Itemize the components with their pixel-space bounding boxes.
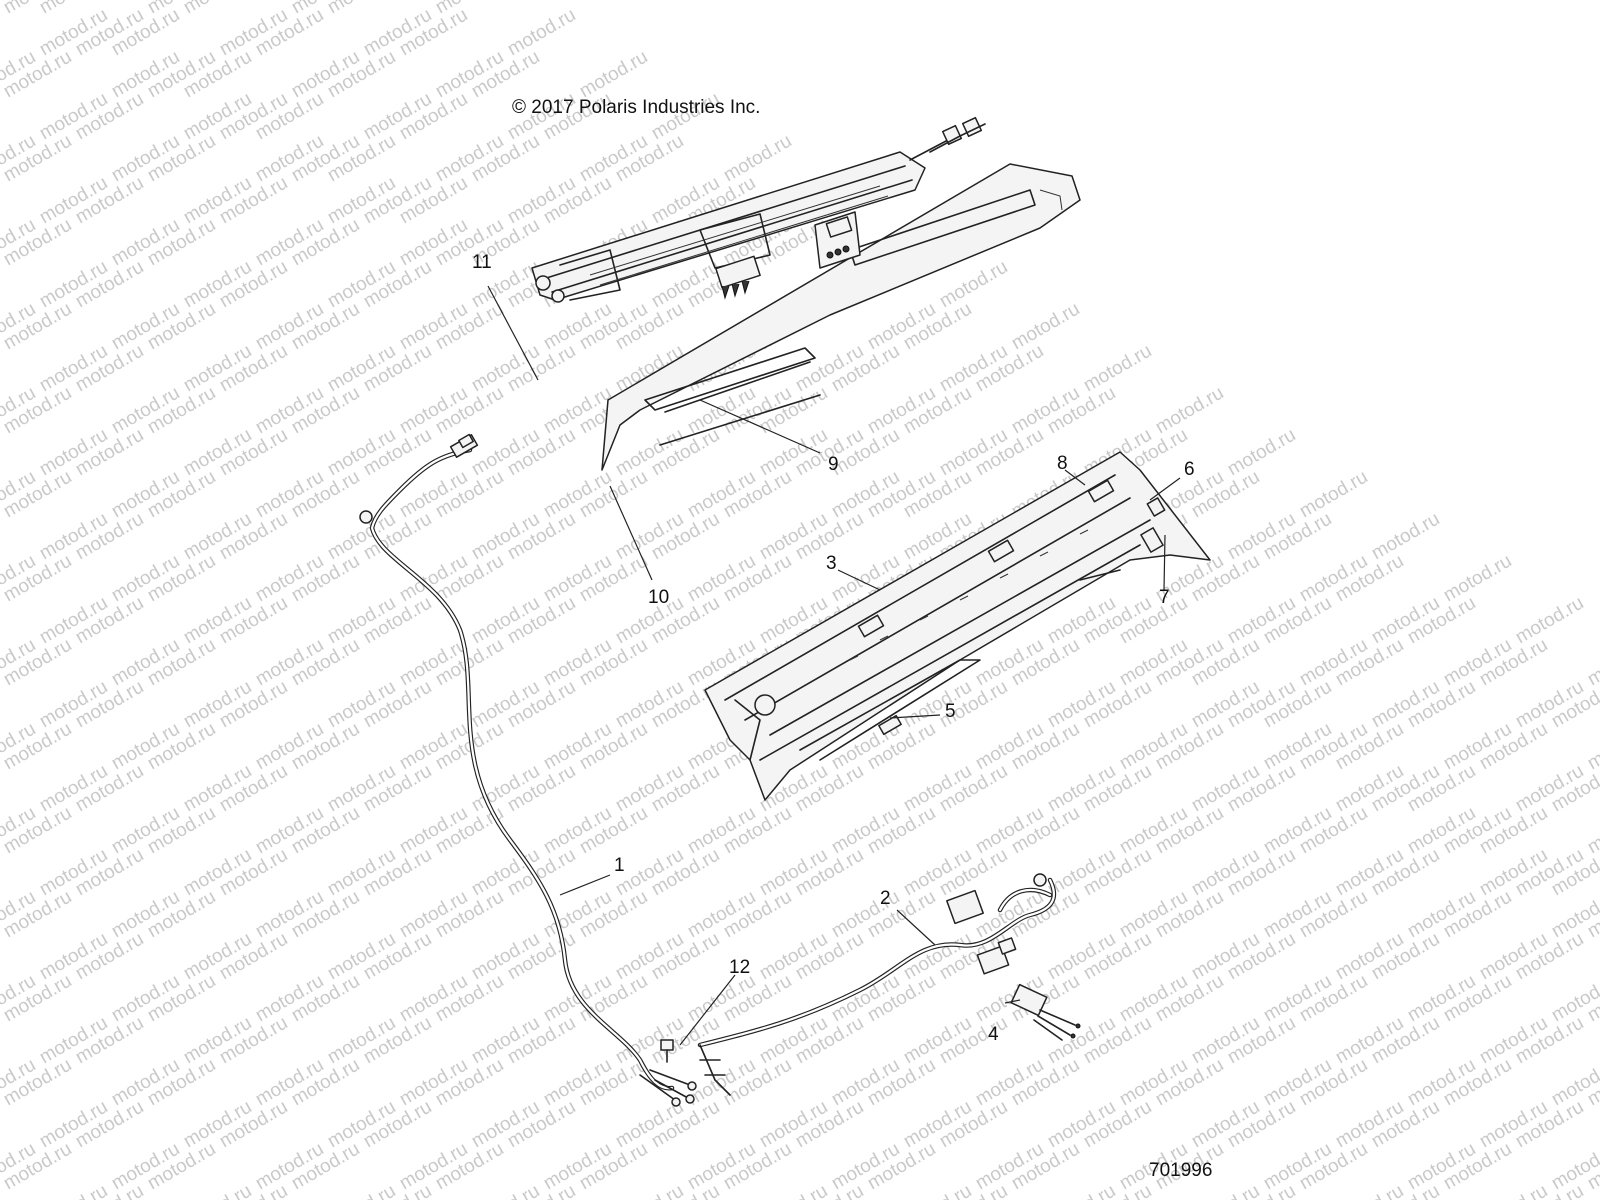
part-9-dash-panel [601,163,1081,471]
connector-block [715,255,761,300]
callout-9: 9 [828,454,839,475]
part-2-accessory-harness [697,873,1057,1096]
callout-2: 2 [880,888,891,909]
part-1-harness [359,433,697,1107]
part-4-connector-pigtail [1010,983,1081,1041]
callout-8: 8 [1057,453,1068,474]
callout-1: 1 [614,855,625,876]
callout-11: 11 [472,252,492,273]
part-3-lower-dash [704,451,1211,801]
leader-lines [487,285,1181,1046]
callout-12: 12 [729,957,751,978]
callout-5: 5 [945,701,956,722]
diagram-number: 701996 [1149,1160,1213,1181]
lower-dash-clips [857,479,1166,736]
part-11-dash-support [531,116,986,303]
callout-3: 3 [826,553,837,574]
callout-6: 6 [1184,459,1195,480]
callout-10: 10 [648,587,670,608]
callout-4: 4 [988,1024,999,1045]
callout-7: 7 [1159,587,1170,608]
copyright-notice: © 2017 Polaris Industries Inc. [512,97,761,118]
instrument-cluster [814,211,861,269]
part-12-fastener [660,1039,674,1063]
